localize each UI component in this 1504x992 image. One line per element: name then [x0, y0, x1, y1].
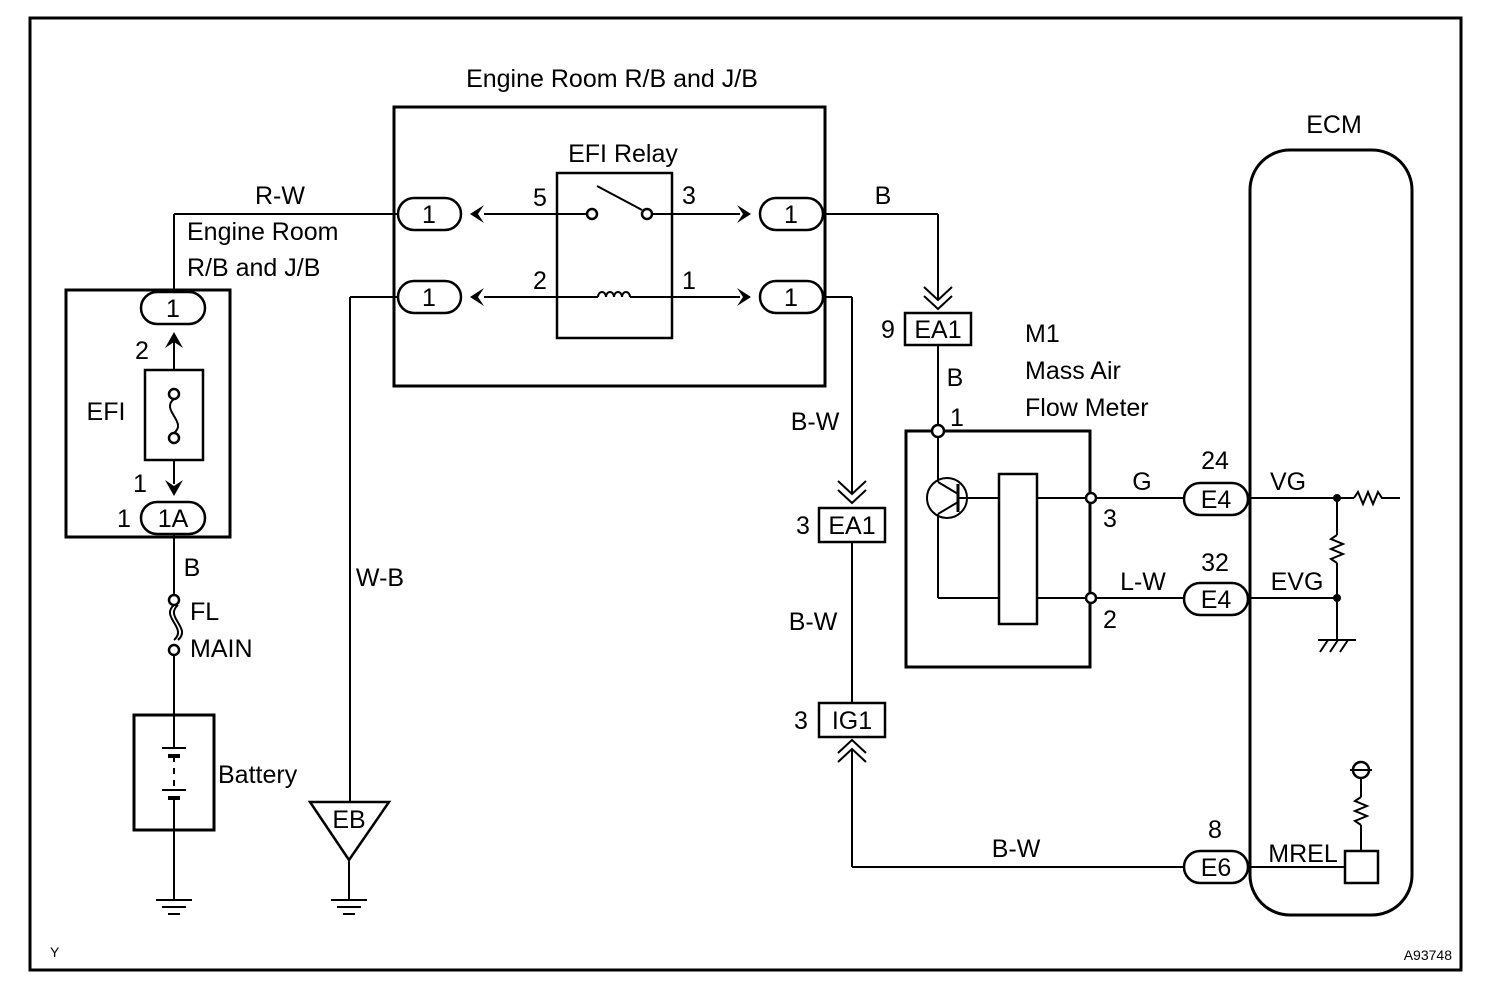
- fuse-element: [168, 398, 180, 434]
- engine-room-title: Engine Room R/B and J/B: [466, 65, 758, 93]
- battery-label: Battery: [218, 761, 298, 789]
- fuse-block-box: [64, 288, 232, 539]
- fuse-contact: [167, 431, 181, 445]
- corner-label-right: A93748: [1404, 947, 1452, 963]
- ecm-junction: [1333, 594, 1341, 602]
- resistor-icon: [1352, 796, 1370, 826]
- chassis-ground-icon: [1319, 639, 1329, 653]
- maf-terminal-3: [1084, 491, 1098, 505]
- relay-contact-3: [640, 207, 654, 221]
- connector-left-bottom-label: 1: [422, 284, 436, 312]
- connector-e4-evg-label: E4: [1201, 586, 1232, 614]
- connector-ig1-label: IG1: [832, 707, 872, 735]
- e6-pin-8: 8: [1208, 816, 1222, 844]
- engine-room-rb-box: [392, 105, 827, 388]
- relay-pin-1: 1: [682, 267, 696, 295]
- transistor-icon: [937, 501, 959, 515]
- engine-room-side-1: Engine Room: [187, 218, 338, 246]
- e4-pin-24: 24: [1201, 447, 1229, 475]
- ecm-term-evg: EVG: [1271, 568, 1324, 596]
- transistor-icon: [937, 481, 959, 495]
- maf-box: [904, 429, 1092, 669]
- connector-ea1-upper-label: EA1: [914, 316, 961, 344]
- wire-label-bw-3: B-W: [992, 835, 1041, 863]
- ground-eb-symbol: [307, 800, 392, 863]
- ecm-term-vg: VG: [1270, 468, 1306, 496]
- connector-e4-vg-label: E4: [1201, 486, 1232, 514]
- maf-sensor-element: [997, 472, 1039, 626]
- chassis-ground-icon: [1329, 639, 1339, 653]
- fusible-link: [168, 604, 180, 641]
- terminal-arrow: [165, 332, 183, 348]
- main-label: MAIN: [190, 635, 253, 663]
- terminal-arrow: [470, 288, 484, 306]
- relay-pin-2: 2: [533, 267, 547, 295]
- maf-terminal-2: [1084, 591, 1098, 605]
- maf-terminal-1: [930, 423, 946, 439]
- fuse-connector-1a-label: 1A: [158, 505, 189, 533]
- terminal-arrow: [470, 205, 484, 223]
- maf-label-3: Flow Meter: [1025, 394, 1149, 422]
- relay-switch-blade: [596, 185, 643, 211]
- wire-label-bw-1: B-W: [791, 408, 840, 436]
- fusible-link-contact: [167, 593, 181, 607]
- ig1-pin: 3: [794, 707, 808, 735]
- terminal-arrow: [165, 480, 183, 496]
- fuse-1a-pin: 1: [117, 505, 131, 533]
- connector-e6-label: E6: [1201, 854, 1232, 882]
- relay-pin-3: 3: [682, 182, 696, 210]
- ground-eb-label: EB: [332, 806, 365, 834]
- engine-room-side-2: R/B and J/B: [187, 254, 320, 282]
- ea1-lower-pin: 3: [796, 512, 810, 540]
- fusible-link-contact: [167, 643, 181, 657]
- e4-pin-32: 32: [1201, 549, 1229, 577]
- maf-pin-2: 2: [1103, 606, 1117, 634]
- mrel-driver-box: [1343, 849, 1380, 885]
- connector-arrow: [837, 480, 867, 505]
- wire-label-b-mid: B: [947, 364, 964, 392]
- wire-label-bw-2: B-W: [789, 608, 838, 636]
- wire-label-b-left: B: [184, 554, 201, 582]
- efi-fuse-label: EFI: [87, 398, 126, 426]
- ecm-term-mrel: MREL: [1268, 840, 1338, 868]
- chassis-ground-icon: [1339, 639, 1349, 653]
- resistor-icon: [1353, 489, 1400, 507]
- fuse-contact: [167, 387, 181, 401]
- relay-coil: [597, 291, 631, 298]
- wire-label-g: G: [1132, 468, 1151, 496]
- connector-ea1-lower-label: EA1: [828, 512, 875, 540]
- maf-pin-3: 3: [1103, 505, 1117, 533]
- maf-pin-1: 1: [950, 404, 964, 432]
- connector-right-top-label: 1: [784, 201, 798, 229]
- efi-relay-box: [555, 171, 674, 340]
- relay-pin-5: 5: [533, 184, 547, 212]
- fuse-connector-top: [139, 290, 207, 326]
- wire-label-b-top: B: [875, 182, 892, 210]
- resistor-icon: [1328, 534, 1346, 564]
- ecm-box: [1248, 148, 1414, 917]
- terminal-arrow: [737, 288, 751, 306]
- corner-label-left: Y: [50, 944, 60, 960]
- wire-label-lw: L-W: [1120, 568, 1166, 596]
- ecm-label: ECM: [1306, 111, 1362, 139]
- wire-label-wb: W-B: [356, 564, 404, 592]
- maf-label-2: Mass Air: [1025, 357, 1121, 385]
- connector-arrow: [923, 286, 953, 311]
- maf-label-1: M1: [1025, 320, 1060, 348]
- ea1-upper-pin: 9: [881, 316, 895, 344]
- fuse-pin-1: 1: [133, 470, 147, 498]
- terminal-arrow: [737, 205, 751, 223]
- fuse-connector-top-label: 1: [166, 295, 180, 323]
- connector-right-bottom-label: 1: [784, 284, 798, 312]
- fl-label: FL: [190, 598, 219, 626]
- fusible-link: [172, 604, 184, 641]
- fuse-pin-2: 2: [135, 337, 149, 365]
- connector-ig1: [817, 701, 887, 739]
- connector-left-top-label: 1: [422, 201, 436, 229]
- efi-relay-label: EFI Relay: [568, 140, 678, 168]
- diagram-frame: [28, 16, 1463, 972]
- wire-label-rw: R-W: [255, 182, 305, 210]
- relay-contact-5: [585, 207, 599, 221]
